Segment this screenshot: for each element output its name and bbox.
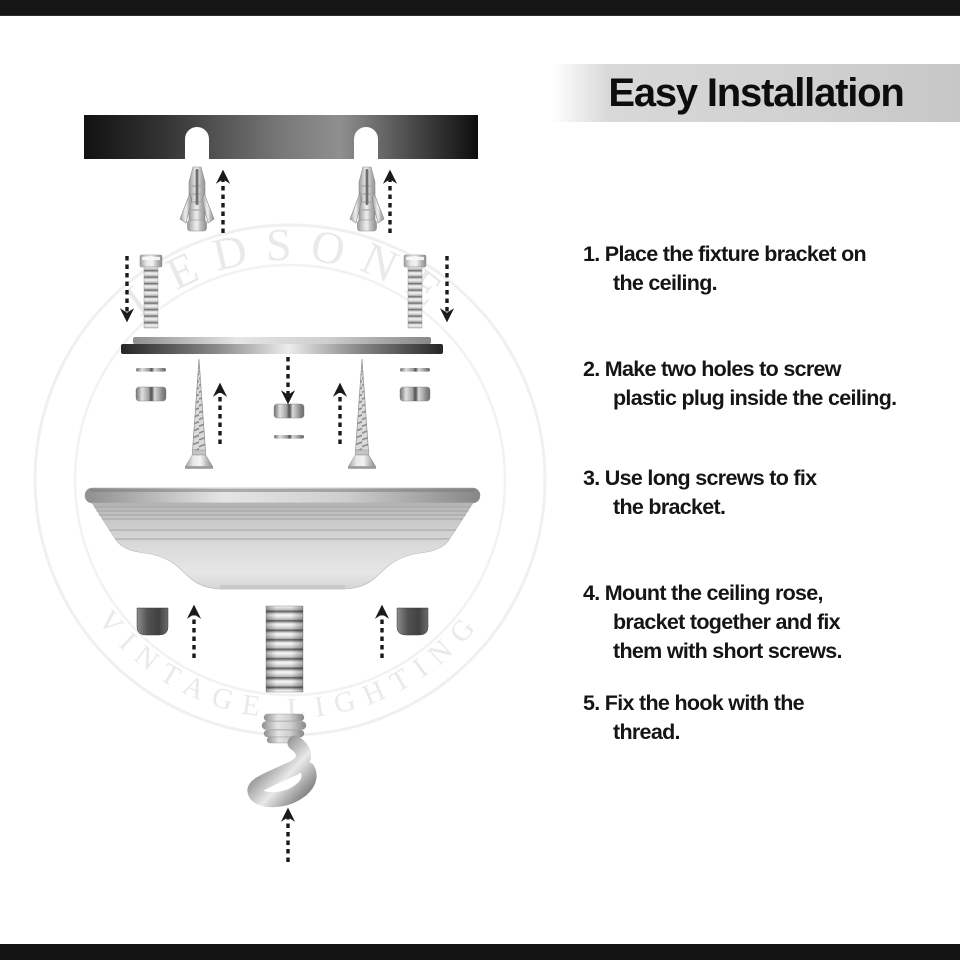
step-4-line-3: them with short screws. bbox=[613, 639, 843, 663]
step-1-line-2: the ceiling. bbox=[613, 271, 718, 295]
step-2-line-1: 2. Make two holes to screw bbox=[583, 357, 842, 381]
step-1-line-1: 1. Place the fixture bracket on bbox=[583, 242, 867, 266]
step-4: 4. Mount the ceiling rose, bracket toget… bbox=[583, 579, 960, 666]
ceiling-hook bbox=[247, 713, 317, 808]
mounting-strip bbox=[121, 337, 443, 354]
page-title: Easy Installation bbox=[608, 70, 904, 115]
direction-arrows bbox=[119, 169, 455, 862]
watermark-inner-ring bbox=[73, 263, 507, 697]
threaded-rod bbox=[265, 605, 304, 693]
step-3-line-2: the bracket. bbox=[613, 495, 726, 519]
step-3: 3. Use long screws to fix the bracket. bbox=[583, 464, 960, 522]
installation-diagram: LEDSONE VINTAGE LIGHTING bbox=[33, 115, 547, 862]
bottom-frame-bar bbox=[0, 944, 960, 960]
ceiling-bracket bbox=[84, 115, 478, 160]
step-5: 5. Fix the hook with the thread. bbox=[583, 689, 960, 747]
step-4-line-1: 4. Mount the ceiling rose, bbox=[583, 581, 824, 605]
step-5-line-2: thread. bbox=[613, 720, 680, 744]
ceiling-rose bbox=[84, 487, 481, 590]
top-frame-bar bbox=[0, 0, 960, 16]
title-banner: Easy Installation bbox=[552, 64, 960, 122]
step-5-line-1: 5. Fix the hook with the bbox=[583, 691, 805, 715]
keyhole-slot-right bbox=[354, 127, 378, 160]
step-2: 2. Make two holes to screw plastic plug … bbox=[583, 355, 960, 413]
step-1: 1. Place the fixture bracket on the ceil… bbox=[583, 240, 960, 298]
step-3-line-1: 3. Use long screws to fix bbox=[583, 466, 817, 490]
step-4-line-2: bracket together and fix bbox=[613, 610, 841, 634]
keyhole-slot-left bbox=[185, 127, 209, 160]
step-2-line-2: plastic plug inside the ceiling. bbox=[613, 386, 897, 410]
